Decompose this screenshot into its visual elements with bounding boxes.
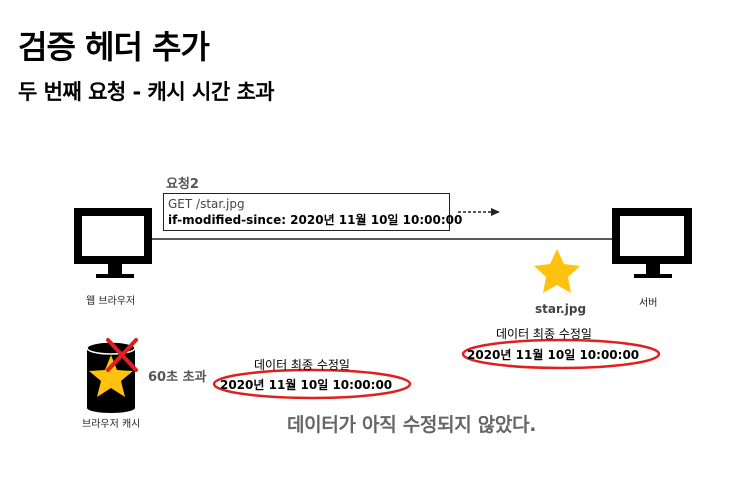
cache-star-icon: [89, 355, 133, 397]
expired-x-icon: [106, 338, 138, 372]
server-modified-value: 2020년 11월 10일 10:00:00: [467, 348, 640, 362]
server-star-icon: [534, 249, 580, 293]
request-label: 요청2: [166, 177, 199, 192]
page-title: 검증 헤더 추가: [18, 28, 210, 66]
conclusion-text: 데이터가 아직 수정되지 않았다.: [287, 414, 537, 436]
server-modified-label: 데이터 최종 수정일: [496, 327, 592, 341]
request-arrow: [458, 208, 500, 216]
server-date-highlight: [461, 338, 661, 370]
browser-label: 웹 브라우저: [86, 296, 136, 307]
cache-expired-label: 60초 초과: [148, 370, 207, 385]
server-monitor-icon: [612, 208, 692, 278]
server-label: 서버: [639, 298, 658, 309]
page-subtitle: 두 번째 요청 - 캐시 시간 초과: [18, 80, 275, 104]
browser-monitor-icon: [74, 208, 152, 278]
cache-label: 브라우저 캐시: [82, 419, 141, 430]
request-message-box: GET /star.jpg if-modified-since: 2020년 1…: [163, 193, 463, 231]
cache-date-highlight: [212, 368, 412, 400]
cache-modified-label: 데이터 최종 수정일: [254, 358, 350, 372]
request-header-line: if-modified-since: 2020년 11월 10일 10:00:0…: [168, 213, 463, 227]
cache-modified-value: 2020년 11월 10일 10:00:00: [220, 378, 393, 392]
request-line: GET /star.jpg: [168, 197, 245, 211]
star-file-label: star.jpg: [535, 302, 587, 316]
